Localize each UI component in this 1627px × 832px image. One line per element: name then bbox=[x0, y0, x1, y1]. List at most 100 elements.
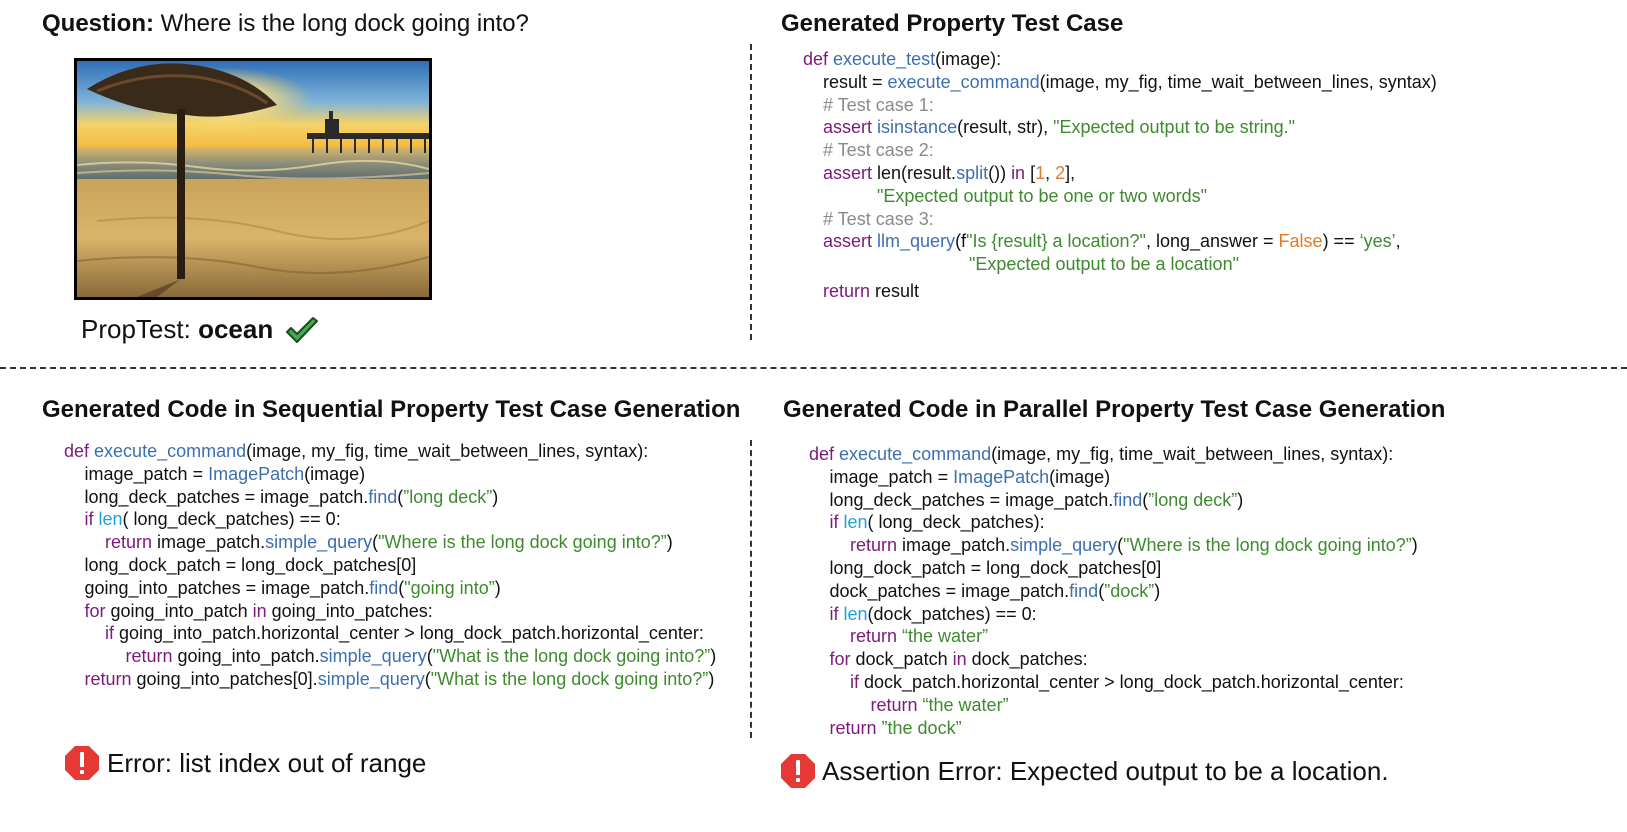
code-token: "going into” bbox=[404, 577, 495, 598]
code-token: isinstance bbox=[877, 117, 958, 138]
code-token: len bbox=[843, 512, 868, 533]
code-line: return ”the dock” bbox=[809, 717, 1418, 740]
code-token: # Test case 3: bbox=[823, 208, 934, 229]
code-line: return result bbox=[803, 280, 1437, 303]
code-token: ) bbox=[494, 577, 501, 598]
divider-vertical-bottom bbox=[750, 440, 752, 738]
error-octagon-icon bbox=[65, 746, 99, 780]
code-token: return bbox=[823, 280, 876, 301]
code-token: going_into_patch.horizontal_center > lon… bbox=[119, 623, 704, 644]
code-token: dock_patch bbox=[855, 649, 953, 670]
code-block-parallel: def execute_command(image, my_fig, time_… bbox=[809, 443, 1418, 739]
code-token: going_into_patches = image_patch. bbox=[84, 577, 370, 598]
code-token: image_patch = bbox=[829, 466, 954, 487]
code-token: ) bbox=[492, 486, 499, 507]
code-token: ( bbox=[397, 486, 404, 507]
code-token: , bbox=[1045, 162, 1056, 183]
code-line: long_dock_patch = long_dock_patches[0] bbox=[64, 554, 716, 577]
code-token: (image) bbox=[304, 463, 366, 484]
code-token: len(result. bbox=[877, 162, 957, 183]
code-line: return “the water” bbox=[809, 694, 1418, 717]
code-token: find bbox=[369, 577, 399, 598]
code-token: ImagePatch bbox=[208, 463, 305, 484]
divider-vertical-top bbox=[750, 44, 752, 340]
code-token: assert bbox=[823, 231, 878, 252]
code-token: return bbox=[84, 668, 137, 689]
code-token: “the water” bbox=[902, 626, 989, 647]
code-token: ImagePatch bbox=[953, 466, 1050, 487]
code-token: in bbox=[1011, 162, 1026, 183]
code-token: long_deck_patches = image_patch. bbox=[829, 489, 1114, 510]
code-token: "What is the long dock going into?” bbox=[432, 646, 711, 667]
code-token: long_dock_patch = long_dock_patches[0] bbox=[84, 554, 417, 575]
code-token: image_patch. bbox=[902, 535, 1011, 556]
code-line: image_patch = ImagePatch(image) bbox=[809, 466, 1418, 489]
code-token: ( bbox=[424, 668, 431, 689]
code-line: return “the water” bbox=[809, 625, 1418, 648]
title-parallel: Generated Code in Parallel Property Test… bbox=[783, 396, 1446, 423]
code-token: (result, str), bbox=[957, 117, 1054, 138]
code-token: find bbox=[1113, 489, 1143, 510]
code-token: len bbox=[98, 509, 123, 530]
code-token: ”the dock” bbox=[881, 717, 962, 738]
code-line: if len( long_deck_patches) == 0: bbox=[64, 508, 716, 531]
code-token: image_patch = bbox=[84, 463, 209, 484]
code-token: ”long deck” bbox=[403, 486, 493, 507]
code-token: ( bbox=[1098, 580, 1105, 601]
error-octagon-icon bbox=[781, 754, 815, 788]
code-line: assert llm_query(f"Is {result} a locatio… bbox=[803, 230, 1437, 253]
code-token: ) bbox=[1237, 489, 1244, 510]
code-token: , long_answer = bbox=[1145, 231, 1279, 252]
code-token: going_into_patch. bbox=[177, 646, 320, 667]
error-sequential: Error: list index out of range bbox=[107, 748, 427, 778]
code-token: find bbox=[1069, 580, 1099, 601]
code-token: in bbox=[952, 649, 972, 670]
code-block-test: def execute_test(image):result = execute… bbox=[803, 48, 1437, 303]
code-token: execute_command bbox=[887, 71, 1040, 92]
code-token: “the water” bbox=[922, 694, 1009, 715]
code-line: def execute_test(image): bbox=[803, 48, 1437, 71]
code-token: (f bbox=[955, 231, 967, 252]
code-token: ) bbox=[666, 532, 673, 553]
code-line: return image_patch.simple_query("Where i… bbox=[809, 534, 1418, 557]
code-token: assert bbox=[823, 117, 878, 138]
code-token: llm_query bbox=[877, 231, 956, 252]
question-text: Where is the long dock going into? bbox=[160, 10, 529, 37]
code-token: return bbox=[850, 626, 903, 647]
code-token: simple_query bbox=[317, 668, 425, 689]
code-token: if bbox=[850, 671, 865, 692]
code-token: simple_query bbox=[319, 646, 427, 667]
question: Question: Where is the long dock going i… bbox=[42, 10, 529, 38]
code-token: , bbox=[1395, 231, 1401, 252]
code-token: image_patch. bbox=[157, 532, 266, 553]
code-line: def execute_command(image, my_fig, time_… bbox=[809, 443, 1418, 466]
code-token: ( bbox=[1117, 535, 1124, 556]
proptest-answer: ocean bbox=[198, 314, 274, 344]
code-token: 1 bbox=[1035, 162, 1046, 183]
code-line: long_deck_patches = image_patch.find(”lo… bbox=[64, 486, 716, 509]
code-token: find bbox=[368, 486, 398, 507]
code-line: if len(dock_patches) == 0: bbox=[809, 603, 1418, 626]
code-token: ) bbox=[1411, 535, 1418, 556]
code-token: for bbox=[84, 600, 111, 621]
code-line: if going_into_patch.horizontal_center > … bbox=[64, 622, 716, 645]
code-token: (dock_patches) == 0: bbox=[867, 603, 1037, 624]
code-line: dock_patches = image_patch.find(”dock”) bbox=[809, 580, 1418, 603]
code-token: simple_query bbox=[265, 532, 373, 553]
code-token: split bbox=[956, 162, 989, 183]
code-token: ”dock” bbox=[1104, 580, 1155, 601]
code-token: "Expected output to be one or two words" bbox=[877, 185, 1207, 206]
code-token: ”long deck” bbox=[1148, 489, 1238, 510]
code-token: ) bbox=[1154, 580, 1161, 601]
code-line: assert isinstance(result, str), "Expecte… bbox=[803, 116, 1437, 139]
code-token: "Expected output to be string." bbox=[1053, 117, 1296, 138]
divider-horizontal bbox=[0, 367, 1627, 369]
code-token: return bbox=[105, 532, 158, 553]
code-token: result = bbox=[823, 71, 888, 92]
code-line: return going_into_patches[0].simple_quer… bbox=[64, 668, 716, 691]
code-token: def bbox=[64, 441, 95, 461]
error-parallel: Assertion Error: Expected output to be a… bbox=[822, 756, 1389, 786]
code-token: len bbox=[843, 603, 868, 624]
code-token: simple_query bbox=[1010, 535, 1118, 556]
code-token: ( bbox=[426, 646, 433, 667]
